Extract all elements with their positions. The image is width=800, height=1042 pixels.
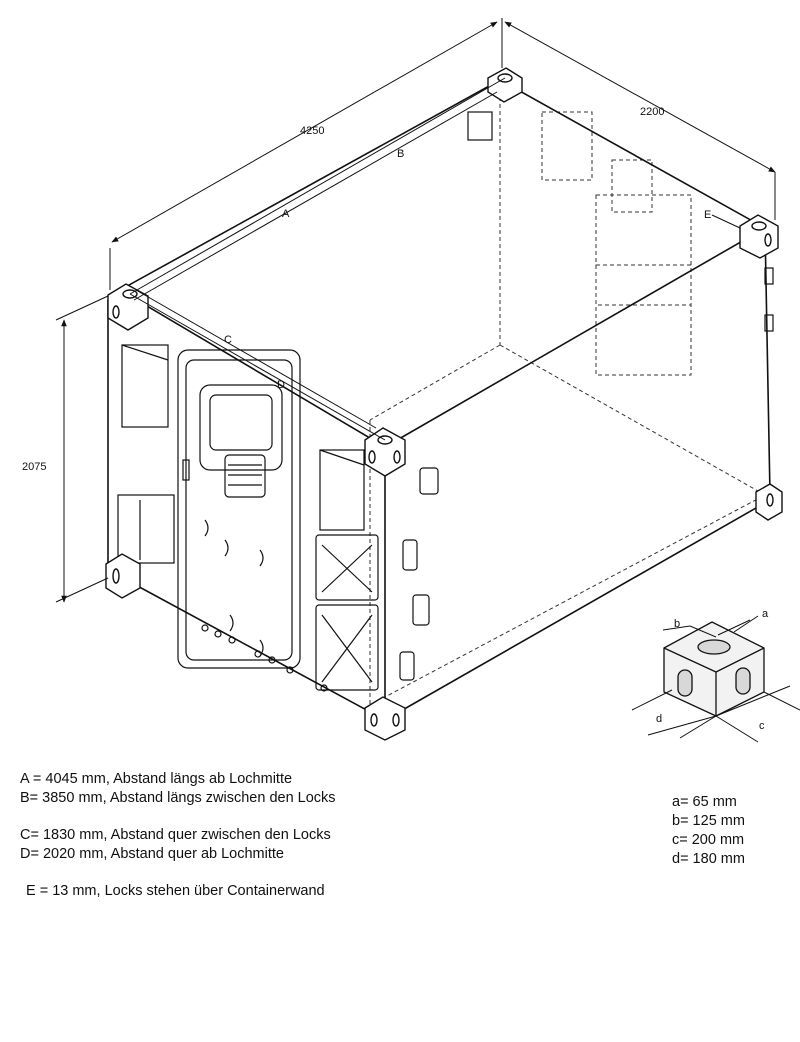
marker-b: B (397, 148, 404, 160)
note-b: B= 3850 mm, Abstand längs zwischen den L… (20, 790, 336, 806)
marker-e: E (704, 209, 711, 221)
corner-note-c: c= 200 mm (672, 832, 745, 848)
corner-marker-b: b (674, 618, 680, 630)
dimension-lines (55, 18, 776, 603)
height-dimension: 2075 (22, 461, 46, 473)
corner-note-a: a= 65 mm (672, 794, 737, 810)
corner-casting-back-top-right (739, 214, 779, 259)
container-outline (107, 79, 771, 721)
corner-casting-front-top-right (364, 427, 406, 477)
note-e: E = 13 mm, Locks stehen über Containerwa… (26, 883, 325, 899)
note-d: D= 2020 mm, Abstand quer ab Lochmitte (20, 846, 284, 862)
width-dimension: 2200 (640, 106, 664, 118)
corner-note-b: b= 125 mm (672, 813, 745, 829)
corner-note-d: d= 180 mm (672, 851, 745, 867)
length-dimension: 4250 (300, 125, 324, 137)
hidden-edges (369, 90, 766, 706)
note-a: A = 4045 mm, Abstand längs ab Lochmitte (20, 771, 293, 787)
side-face-details (399, 111, 774, 681)
marker-c: C (224, 334, 232, 346)
corner-casting-front-bottom-left (105, 553, 141, 599)
marker-a: A (282, 208, 290, 220)
corner-casting-back-bottom-right (755, 483, 783, 521)
corner-casting-front-top-left (107, 283, 149, 331)
container-drawing: 4250 2200 2075 A B C D E a b c d (22, 18, 800, 743)
measurement-lines (129, 77, 741, 441)
corner-detail-leaders (631, 615, 800, 743)
measurement-notes: A = 4045 mm, Abstand längs ab Lochmitte … (20, 770, 440, 919)
front-face-details (117, 344, 379, 692)
corner-marker-a: a (762, 608, 769, 620)
corner-casting-front-bottom-right (364, 696, 406, 741)
marker-d: D (277, 379, 285, 391)
corner-notes: a= 65 mm b= 125 mm c= 200 mm d= 180 mm (672, 793, 782, 869)
note-c: C= 1830 mm, Abstand quer zwischen den Lo… (20, 827, 331, 843)
corner-marker-d: d (656, 713, 662, 725)
corner-casting-detail (663, 621, 765, 717)
corner-marker-c: c (759, 720, 765, 732)
